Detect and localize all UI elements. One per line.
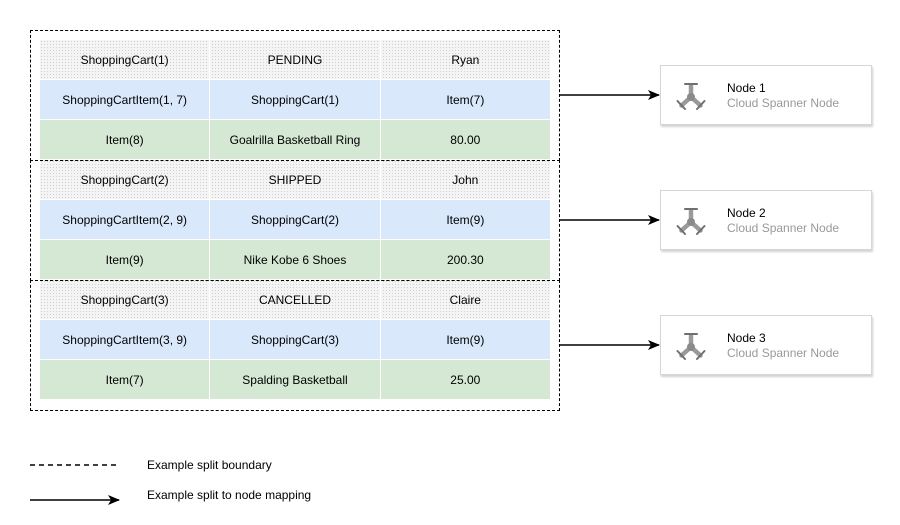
table-cell: PENDING	[210, 40, 381, 79]
table-row: Item(8) Goalrilla Basketball Ring 80.00	[40, 120, 550, 160]
cloud-spanner-icon	[676, 83, 706, 110]
table-cell: Goalrilla Basketball Ring	[210, 120, 381, 159]
table-cell: ShoppingCart(3)	[210, 320, 381, 359]
table-cell: Item(9)	[446, 212, 485, 227]
table-row: ShoppingCartItem(1, 7) ShoppingCart(1) I…	[40, 80, 550, 120]
table-cell: Item(8)	[40, 120, 211, 159]
table-cell: ShoppingCart(3)	[40, 280, 211, 319]
table-row: ShoppingCart(3) CANCELLED Claire	[40, 280, 550, 320]
table-cell: Ryan	[451, 52, 480, 67]
table-cell: 80.00	[450, 132, 481, 147]
node-subtitle: Cloud Spanner Node	[727, 96, 840, 110]
table-cell: SHIPPED	[210, 160, 381, 199]
node-subtitle: Cloud Spanner Node	[727, 221, 840, 235]
table-row: ShoppingCart(1) PENDING Ryan	[40, 40, 550, 80]
table-cell: ShoppingCartItem(3, 9)	[40, 320, 211, 359]
cloud-spanner-icon	[676, 333, 706, 360]
table-cell: CANCELLED	[210, 280, 381, 319]
table-row: Item(7) Spalding Basketball 25.00	[40, 360, 550, 400]
table-cell: John	[452, 172, 479, 187]
node-title: Node 2	[727, 206, 766, 220]
table-cell: Item(9)	[446, 332, 485, 347]
node-card-2[interactable]: Node 2 Cloud Spanner Node	[660, 190, 872, 250]
table-cell: 25.00	[450, 372, 481, 387]
table-cell: Item(9)	[40, 240, 211, 279]
table-cell: Item(7)	[40, 360, 211, 399]
table-cell: Spalding Basketball	[210, 360, 381, 399]
table-cell: ShoppingCart(2)	[210, 200, 381, 239]
node-card-1[interactable]: Node 1 Cloud Spanner Node	[660, 65, 872, 125]
table-row: ShoppingCartItem(3, 9) ShoppingCart(3) I…	[40, 320, 550, 360]
table-row: Item(9) Nike Kobe 6 Shoes 200.30	[40, 240, 550, 280]
table-cell: Nike Kobe 6 Shoes	[210, 240, 381, 279]
table-row: ShoppingCartItem(2, 9) ShoppingCart(2) I…	[40, 200, 550, 240]
split-rows-table: ShoppingCart(1) PENDING Ryan ShoppingCar…	[40, 40, 550, 400]
table-cell: ShoppingCart(1)	[210, 80, 381, 119]
node-card-3[interactable]: Node 3 Cloud Spanner Node	[660, 315, 872, 375]
legend-node-mapping-label: Example split to node mapping	[147, 488, 312, 502]
table-cell: ShoppingCartItem(2, 9)	[40, 200, 211, 239]
table-cell: ShoppingCart(2)	[40, 160, 211, 199]
table-cell: Item(7)	[446, 92, 485, 107]
table-cell: 200.30	[446, 252, 484, 267]
cloud-spanner-icon	[676, 208, 706, 235]
node-subtitle: Cloud Spanner Node	[727, 346, 840, 360]
table-cell: ShoppingCart(1)	[40, 40, 211, 79]
table-row: ShoppingCart(2) SHIPPED John	[40, 160, 550, 200]
table-cell: Claire	[449, 292, 481, 307]
legend-split-boundary-label: Example split boundary	[147, 458, 272, 472]
node-title: Node 1	[727, 81, 766, 95]
table-cell: ShoppingCartItem(1, 7)	[40, 80, 211, 119]
node-title: Node 3	[727, 331, 766, 345]
